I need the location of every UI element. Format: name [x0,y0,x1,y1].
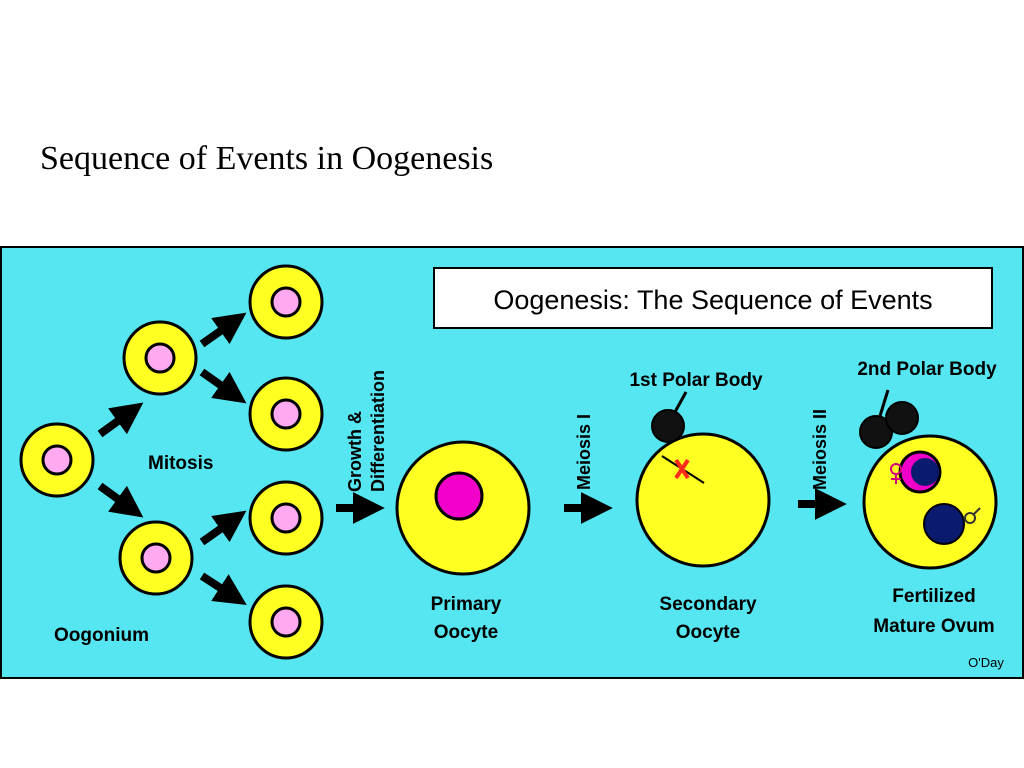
box-title: Oogenesis: The Sequence of Events [493,285,932,315]
pointer-first-polar-body [673,391,688,413]
pointer-second-polar-body [878,389,890,417]
label-secondary: Secondary [659,594,757,615]
label-mitosis: Mitosis [148,453,213,474]
oogenesis-diagram: Oogenesis: The Sequence of Events [0,246,1024,680]
oogonium-cell [19,422,95,498]
second-polar-bodies [859,401,919,449]
label-primary-oocyte: Oocyte [434,622,498,643]
label-differentiation: Differentiation [368,370,388,492]
title-box: Oogenesis: The Sequence of Events [433,267,993,329]
label-meiosis-1: Meiosis I [574,414,594,490]
mitosis-cell-top [122,320,198,396]
oogonia-cell-1 [248,264,324,340]
oogonia-cell-2 [248,376,324,452]
label-oogonium: Oogonium [54,625,149,646]
label-mature-ovum: Mature Ovum [873,616,994,637]
label-second-polar-body: 2nd Polar Body [857,359,997,380]
label-growth: Growth & [345,411,365,492]
mitosis-arrows [97,312,247,605]
label-secondary-oocyte: Oocyte [676,622,740,643]
label-meiosis-2: Meiosis II [810,409,830,490]
label-primary: Primary [431,594,502,615]
first-polar-body [651,409,685,443]
mitosis-cell-bottom [118,520,194,596]
fertilized-ovum [862,434,998,570]
oogonia-cell-3 [248,480,324,556]
label-fertilized: Fertilized [892,586,975,607]
oogonia-cell-4 [248,584,324,660]
slide-title: Sequence of Events in Oogenesis [40,140,494,177]
primary-oocyte [395,440,531,576]
diagram-svg: Oogenesis: The Sequence of Events [0,246,1024,679]
credit-label: O'Day [968,655,1004,670]
label-first-polar-body: 1st Polar Body [629,370,762,391]
secondary-oocyte [635,432,771,568]
